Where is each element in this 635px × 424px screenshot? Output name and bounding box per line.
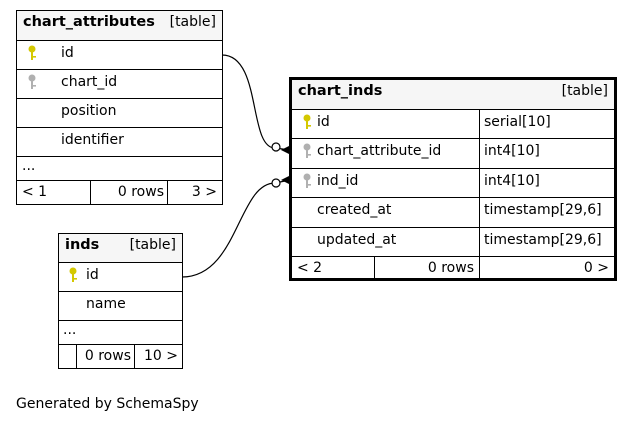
column-name: identifier (61, 132, 124, 148)
table-footer: < 2 0 rows 0 > (292, 257, 614, 281)
row-count: 0 rows (117, 184, 164, 200)
table-name: chart_inds (298, 83, 383, 99)
column-row-ind-id[interactable]: ind_id int4[10] (292, 169, 614, 198)
generated-by-text: Generated by SchemaSpy (16, 396, 199, 412)
row-count: 0 rows (427, 260, 474, 276)
table-type-tag: [table] (129, 237, 176, 253)
column-name: ind_id (317, 173, 359, 189)
key-icon (69, 267, 77, 282)
key-icon (28, 74, 36, 89)
table-name: inds (65, 237, 100, 253)
column-name: name (86, 296, 126, 312)
table-header: chart_attributes [table] (17, 11, 222, 41)
column-row-position[interactable]: position (17, 99, 222, 128)
column-name: chart_attribute_id (317, 143, 442, 159)
key-icon (303, 173, 311, 188)
table-footer: 0 rows 10 > (59, 345, 182, 368)
table-type-tag: [table] (561, 83, 608, 99)
parent-count: < 2 (297, 260, 323, 276)
child-count: 3 > (191, 184, 217, 200)
column-row-created-at[interactable]: created_at timestamp[29,6] (292, 198, 614, 228)
column-type: int4[10] (484, 143, 540, 159)
more-columns-ellipsis: ... (17, 157, 222, 181)
child-count: 0 > (583, 260, 609, 276)
column-name: id (61, 45, 74, 61)
table-header: inds [table] (59, 234, 182, 263)
relation-inds-to-chart-inds (181, 179, 291, 278)
column-row-id[interactable]: id (17, 41, 222, 70)
relation-end-circle-1 (271, 142, 281, 152)
column-type: serial[10] (484, 114, 551, 130)
child-count: 10 > (144, 348, 178, 364)
column-type: timestamp[29,6] (484, 232, 602, 248)
column-name: created_at (317, 202, 392, 218)
relation-crow-foot-1 (281, 145, 291, 155)
parent-count: < 1 (22, 184, 48, 200)
relation-crow-foot-2 (281, 175, 291, 185)
key-icon (28, 45, 36, 60)
key-icon (303, 143, 311, 158)
table-chart-attributes[interactable]: chart_attributes [table] id chart_id pos… (16, 10, 223, 205)
column-row-name[interactable]: name (59, 292, 182, 321)
table-name: chart_attributes (23, 14, 155, 30)
row-count: 0 rows (84, 348, 131, 364)
column-name: id (86, 267, 99, 283)
more-columns-ellipsis: ... (59, 321, 182, 345)
column-name: chart_id (61, 74, 118, 90)
column-row-id[interactable]: id serial[10] (292, 110, 614, 139)
table-inds[interactable]: inds [table] id name ... 0 rows 10 > (58, 233, 183, 369)
table-footer: < 1 0 rows 3 > (17, 181, 222, 204)
table-type-tag: [table] (169, 14, 216, 30)
table-chart-inds[interactable]: chart_inds [table] id serial[10] chart_a… (289, 77, 617, 281)
column-row-chart-attribute-id[interactable]: chart_attribute_id int4[10] (292, 139, 614, 169)
column-name: id (317, 114, 330, 130)
relation-end-circle-2 (271, 178, 281, 188)
column-type: timestamp[29,6] (484, 202, 602, 218)
column-row-identifier[interactable]: identifier (17, 128, 222, 157)
column-row-chart-id[interactable]: chart_id (17, 70, 222, 99)
column-name: position (61, 103, 117, 119)
column-row-updated-at[interactable]: updated_at timestamp[29,6] (292, 228, 614, 257)
relation-chart-attributes-to-chart-inds (221, 54, 291, 151)
column-name: updated_at (317, 232, 397, 248)
column-type: int4[10] (484, 173, 540, 189)
column-row-id[interactable]: id (59, 263, 182, 292)
table-header: chart_inds [table] (292, 80, 614, 110)
key-icon (303, 114, 311, 129)
